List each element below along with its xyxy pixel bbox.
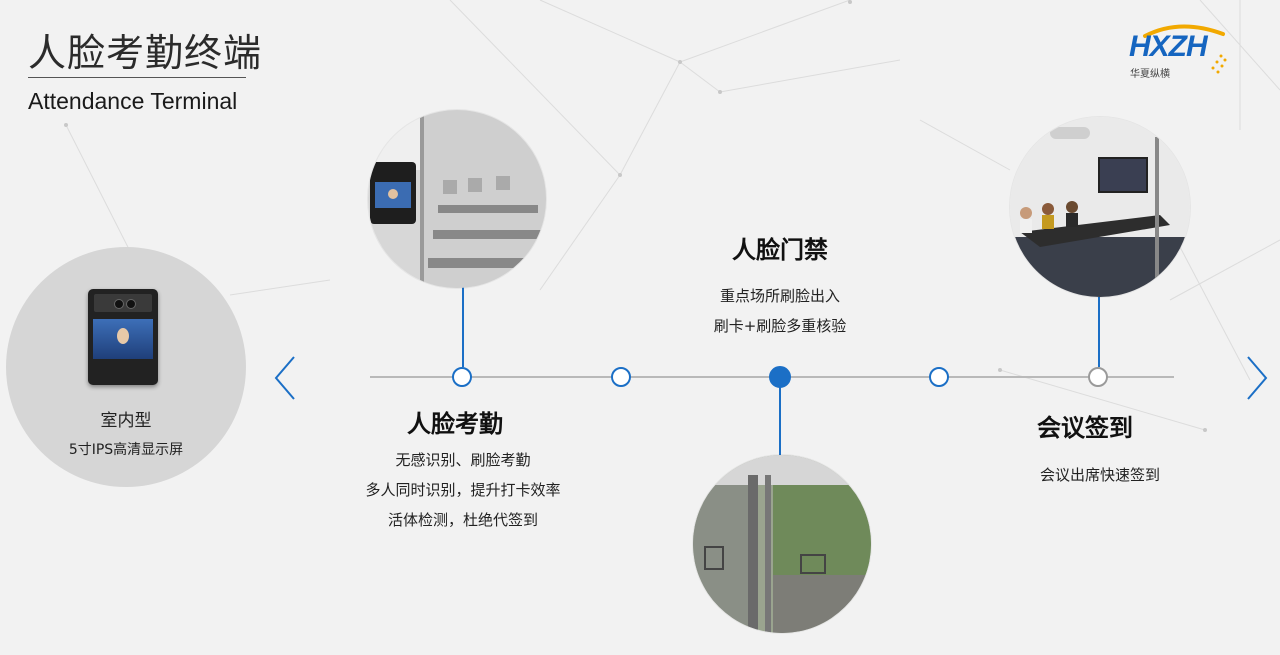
timeline-connector: [1098, 295, 1100, 367]
timeline-node[interactable]: [611, 367, 631, 387]
feature-desc-line: 活体检测，杜绝代签到: [387, 511, 538, 529]
page-subtitle: Attendance Terminal: [28, 88, 238, 114]
feature-desc-line: 多人同时识别，提升打卡效率: [365, 481, 561, 499]
feature-title-attendance: 人脸考勤: [407, 410, 503, 438]
feature-title-access-control: 人脸门禁: [732, 236, 828, 264]
feature-desc-line: 无感识别、刷脸考勤: [395, 451, 531, 469]
meeting-room-photo: [1010, 117, 1190, 297]
device-spec-label: 5寸IPS高清显示屏: [68, 442, 184, 458]
feature-desc-line: 重点场所刷脸出入: [719, 287, 840, 305]
feature-desc-access-control: 重点场所刷脸出入 刷卡+刷脸多重核验: [660, 281, 900, 341]
feature-desc-attendance: 无感识别、刷脸考勤 多人同时识别，提升打卡效率 活体检测，杜绝代签到: [318, 445, 608, 535]
timeline-node-attendance[interactable]: [452, 367, 472, 387]
timeline-node[interactable]: [929, 367, 949, 387]
timeline-connector: [779, 387, 781, 455]
brand-logo: HXZH 华夏纵横: [1125, 22, 1235, 84]
device-screen: [93, 319, 153, 359]
timeline-connector: [462, 287, 464, 367]
chevron-right-icon[interactable]: [1244, 354, 1270, 402]
logo-wordmark: HXZH: [1129, 30, 1208, 63]
glass-door-photo: [693, 455, 871, 633]
terminal-device-image: [88, 289, 158, 385]
chevron-left-icon[interactable]: [272, 354, 298, 402]
logo-subtext: 华夏纵横: [1130, 69, 1170, 80]
feature-desc-meeting: 会议出席快速签到: [985, 460, 1215, 490]
feature-title-meeting: 会议签到: [1037, 414, 1133, 442]
feature-desc-line: 刷卡+刷脸多重核验: [713, 317, 847, 335]
logo-swoosh-icon: [1143, 24, 1227, 74]
office-photo: [368, 110, 546, 288]
page-title: 人脸考勤终端: [28, 31, 263, 75]
title-divider: [28, 77, 246, 78]
timeline-node-meeting[interactable]: [1088, 367, 1108, 387]
device-type-label: 室内型: [100, 411, 152, 431]
timeline-node-access-control-active[interactable]: [769, 366, 791, 388]
feature-desc-line: 会议出席快速签到: [1039, 466, 1160, 484]
